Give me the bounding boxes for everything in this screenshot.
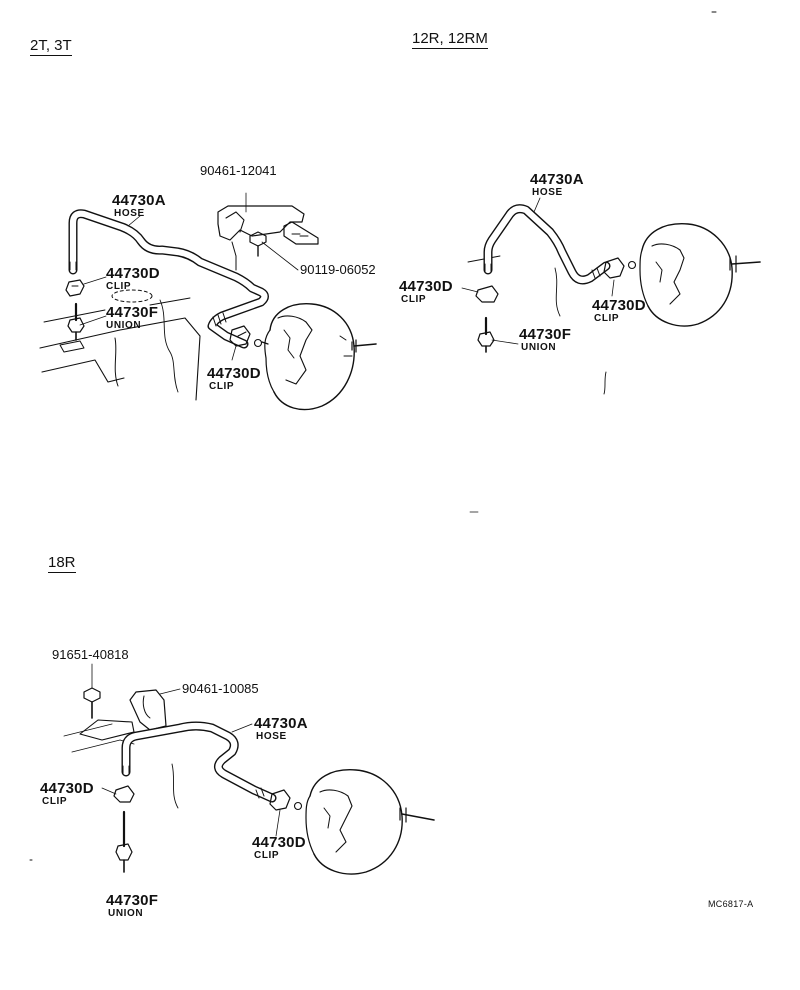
s2-clip-label-2: CLIP xyxy=(594,313,620,324)
s1-engine-lower xyxy=(41,359,125,383)
s3-hose-part-number: 44730A xyxy=(254,715,308,732)
s2-clip-right xyxy=(603,257,625,279)
section3-drawing xyxy=(63,663,435,875)
s1-bracket-part-number: 90461-12041 xyxy=(200,163,277,178)
s3-clip-part-number-2: 44730D xyxy=(252,834,306,851)
section1-drawing xyxy=(39,192,377,411)
s2-union-part-number: 44730F xyxy=(519,326,572,343)
s3-union-label: UNION xyxy=(108,908,144,919)
s2-clip-left xyxy=(475,285,499,303)
s2-clip-part-number-2: 44730D xyxy=(592,297,646,314)
section2-drawing xyxy=(461,197,761,513)
s1-union-part-number: 44730F xyxy=(106,304,159,321)
s2-brake-booster xyxy=(639,223,761,327)
s2-clip-part-number-1: 44730D xyxy=(399,278,453,295)
section-heading-12r-12rm: 12R, 12RM xyxy=(412,30,488,49)
s3-bracket-part-number: 90461-10085 xyxy=(182,681,259,696)
s3-clip-left xyxy=(113,785,135,803)
section-heading-18r: 18R xyxy=(48,554,76,573)
s1-bolt xyxy=(249,231,267,247)
s1-union-label: UNION xyxy=(106,320,142,331)
s1-clip-part-number-2: 44730D xyxy=(207,365,261,382)
s2-hose-part-number: 44730A xyxy=(530,171,584,188)
s3-union-part-number: 44730F xyxy=(106,892,159,909)
s1-clip-label-2: CLIP xyxy=(209,381,235,392)
s3-bolt-part-number: 91651-40818 xyxy=(52,647,129,662)
s1-brake-booster xyxy=(253,303,377,411)
figure-code: MC6817-A xyxy=(708,899,754,909)
s2-union-label: UNION xyxy=(521,342,557,353)
s3-bolt xyxy=(83,687,101,703)
s1-engine-outline xyxy=(39,317,201,401)
s3-clip-part-number-1: 44730D xyxy=(40,780,94,797)
s3-clip-right xyxy=(269,789,291,811)
s3-clip-label-2: CLIP xyxy=(254,850,280,861)
s2-clip-label-1: CLIP xyxy=(401,294,427,305)
s1-bolt-part-number: 90119-06052 xyxy=(300,262,376,277)
s1-hose-label: HOSE xyxy=(114,208,145,219)
s1-engine-sill xyxy=(114,337,119,387)
s3-brake-booster xyxy=(305,769,435,875)
s1-clip-label-1: CLIP xyxy=(106,281,132,292)
s1-clip-right xyxy=(229,325,251,347)
section-heading-2t-3t: 2T, 3T xyxy=(30,37,72,56)
s2-hose-label: HOSE xyxy=(532,187,563,198)
s1-clip-part-number-1: 44730D xyxy=(106,265,160,282)
s1-dashed-fitting xyxy=(111,289,153,303)
s1-hose-part-number: 44730A xyxy=(112,192,166,209)
s3-clip-label-1: CLIP xyxy=(42,796,68,807)
s3-hose-label: HOSE xyxy=(256,731,287,742)
s1-clip-left xyxy=(65,279,85,297)
s1-bracket xyxy=(217,205,305,241)
